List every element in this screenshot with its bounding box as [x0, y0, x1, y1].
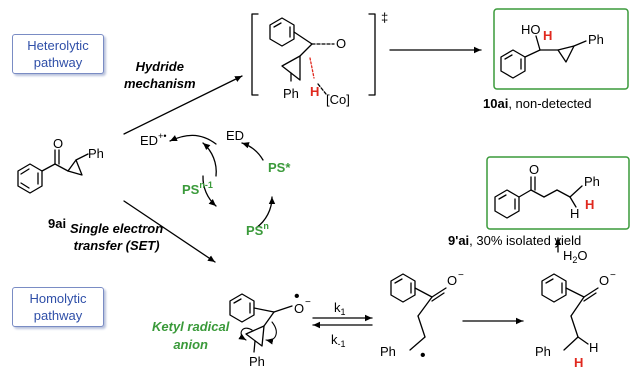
- enolate-o: O: [447, 273, 457, 288]
- product-9pai-o: O: [529, 162, 539, 177]
- k1-label: k1: [334, 300, 346, 317]
- final-enolate-o-minus: −: [610, 270, 616, 281]
- enolate-radical-dot: •: [420, 347, 426, 364]
- homolytic-label-line2: pathway: [33, 308, 83, 323]
- ts-dagger: ‡: [381, 10, 388, 25]
- hydride-line2: mechanism: [124, 76, 196, 91]
- final-enolate-o: O: [599, 273, 609, 288]
- product-10ai-structure: [493, 8, 629, 90]
- product-9pai-caption: 9'ai, 30% isolated yield: [448, 233, 581, 248]
- photocatalytic-cycle: [169, 134, 276, 229]
- enolate-o-minus: −: [458, 270, 464, 281]
- transition-state: [251, 13, 376, 96]
- ketyl-o: O: [294, 301, 304, 316]
- ts-h: H: [310, 84, 319, 99]
- ps-star: PS*: [268, 160, 291, 175]
- product-9pai-structure: [486, 156, 630, 230]
- set-line1: Single electron: [70, 221, 164, 236]
- ps-n: PSn: [246, 221, 269, 238]
- substrate-9ai-structure: [17, 149, 89, 194]
- product-10ai-ph: Ph: [588, 32, 604, 47]
- product-10ai-h: H: [543, 28, 552, 43]
- product-9pai-ph: Ph: [584, 174, 600, 189]
- ts-ph: Ph: [283, 86, 299, 101]
- heterolytic-pathway-label: Heterolytic pathway: [12, 34, 104, 74]
- final-enolate-h-black: H: [589, 340, 598, 355]
- arrow-to-set: [123, 200, 216, 263]
- heterolytic-label-line1: Heterolytic: [27, 38, 89, 53]
- final-enolate-h-red: H: [574, 355, 583, 370]
- homolytic-label-line1: Homolytic: [29, 291, 87, 306]
- ts-o: O: [336, 36, 346, 51]
- substrate-label: 9ai: [48, 216, 66, 231]
- product-9pai-h-red: H: [585, 197, 594, 212]
- product-10ai-caption: 10ai, non-detected: [483, 96, 591, 111]
- ketyl-dot: •: [294, 288, 300, 305]
- product-9pai-h-black: H: [570, 206, 579, 221]
- substrate-ketone-o: O: [53, 136, 63, 151]
- homolytic-pathway-label: Homolytic pathway: [12, 287, 104, 327]
- hydride-mechanism-label: Hydride mechanism: [124, 58, 196, 92]
- set-line2: transfer (SET): [73, 238, 160, 253]
- ketyl-line2: anion: [173, 337, 208, 352]
- ketyl-radical-structure: [229, 293, 293, 353]
- final-enolate-ph: Ph: [535, 344, 551, 359]
- heterolytic-label-line2: pathway: [33, 55, 83, 70]
- ps-n-minus-1: PSn-1: [182, 180, 213, 197]
- ketyl-line1: Ketyl radical: [152, 319, 230, 334]
- k-minus-1-label: k-1: [331, 332, 346, 349]
- ed-label: ED: [226, 128, 244, 143]
- enolate-radical-structure: [390, 273, 447, 351]
- substrate-ph: Ph: [88, 146, 104, 161]
- water-reagent: H2O: [563, 248, 588, 265]
- set-label: Single electron transfer (SET): [70, 220, 163, 254]
- enolate-ph: Ph: [380, 344, 396, 359]
- product-10ai-ho: HO: [521, 22, 541, 37]
- arrow-to-hydride: [123, 75, 243, 135]
- ketyl-ph: Ph: [249, 354, 265, 369]
- ts-co: [Co]: [326, 92, 350, 107]
- hydride-line1: Hydride: [135, 59, 184, 74]
- ketyl-o-minus: −: [305, 297, 311, 308]
- ed-plus-label: ED+•: [140, 131, 166, 148]
- final-enolate-structure: [541, 273, 599, 351]
- ketyl-radical-label: Ketyl radical anion: [152, 318, 229, 354]
